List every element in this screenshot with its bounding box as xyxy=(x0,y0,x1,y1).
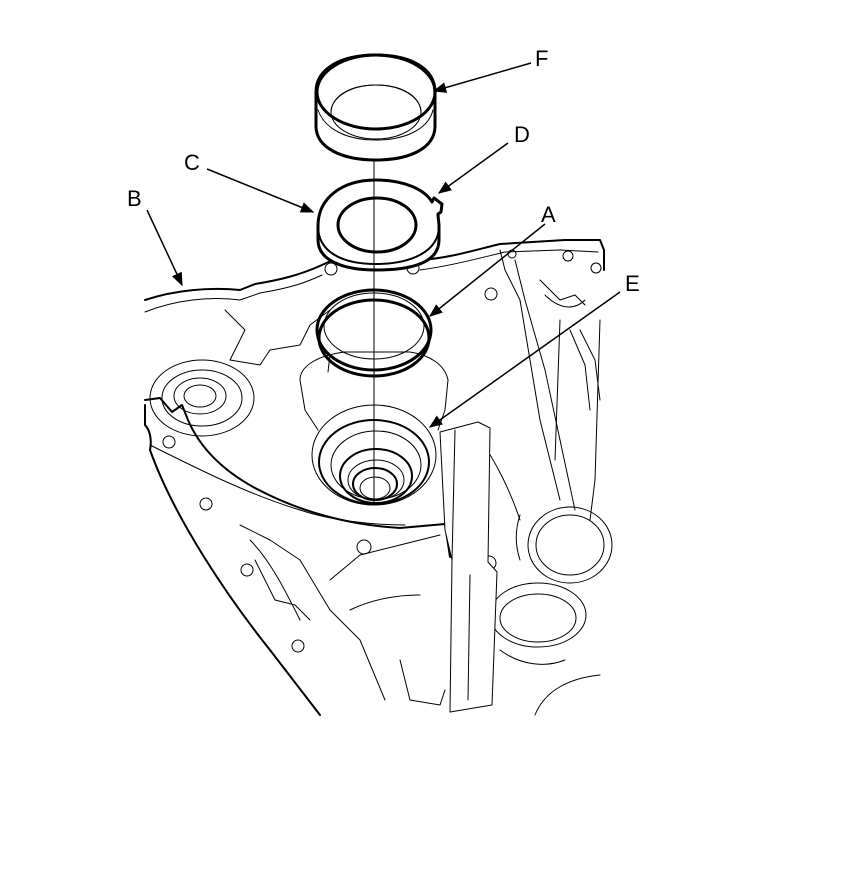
label-A: A xyxy=(541,202,556,227)
thrust-shim xyxy=(316,178,444,272)
leader-lines xyxy=(146,62,621,428)
leader-F xyxy=(432,62,532,93)
right-bearing-bores xyxy=(489,506,613,716)
leader-E xyxy=(428,291,621,428)
bearing-race xyxy=(314,53,437,162)
leader-A xyxy=(428,223,546,317)
label-D: D xyxy=(514,122,530,147)
partition-rib xyxy=(439,421,498,713)
transmission-housing xyxy=(144,239,613,716)
label-E: E xyxy=(625,271,640,296)
leader-B xyxy=(146,209,183,287)
leader-D xyxy=(437,142,509,194)
label-C: C xyxy=(184,150,200,175)
label-F: F xyxy=(535,46,548,71)
housing-top-edge xyxy=(144,239,605,301)
left-bearing-seat xyxy=(149,359,255,437)
label-B: B xyxy=(127,186,142,211)
housing-left-cut xyxy=(144,397,451,558)
leader-C xyxy=(206,168,315,213)
callout-labels: F D C A B E xyxy=(127,46,640,296)
